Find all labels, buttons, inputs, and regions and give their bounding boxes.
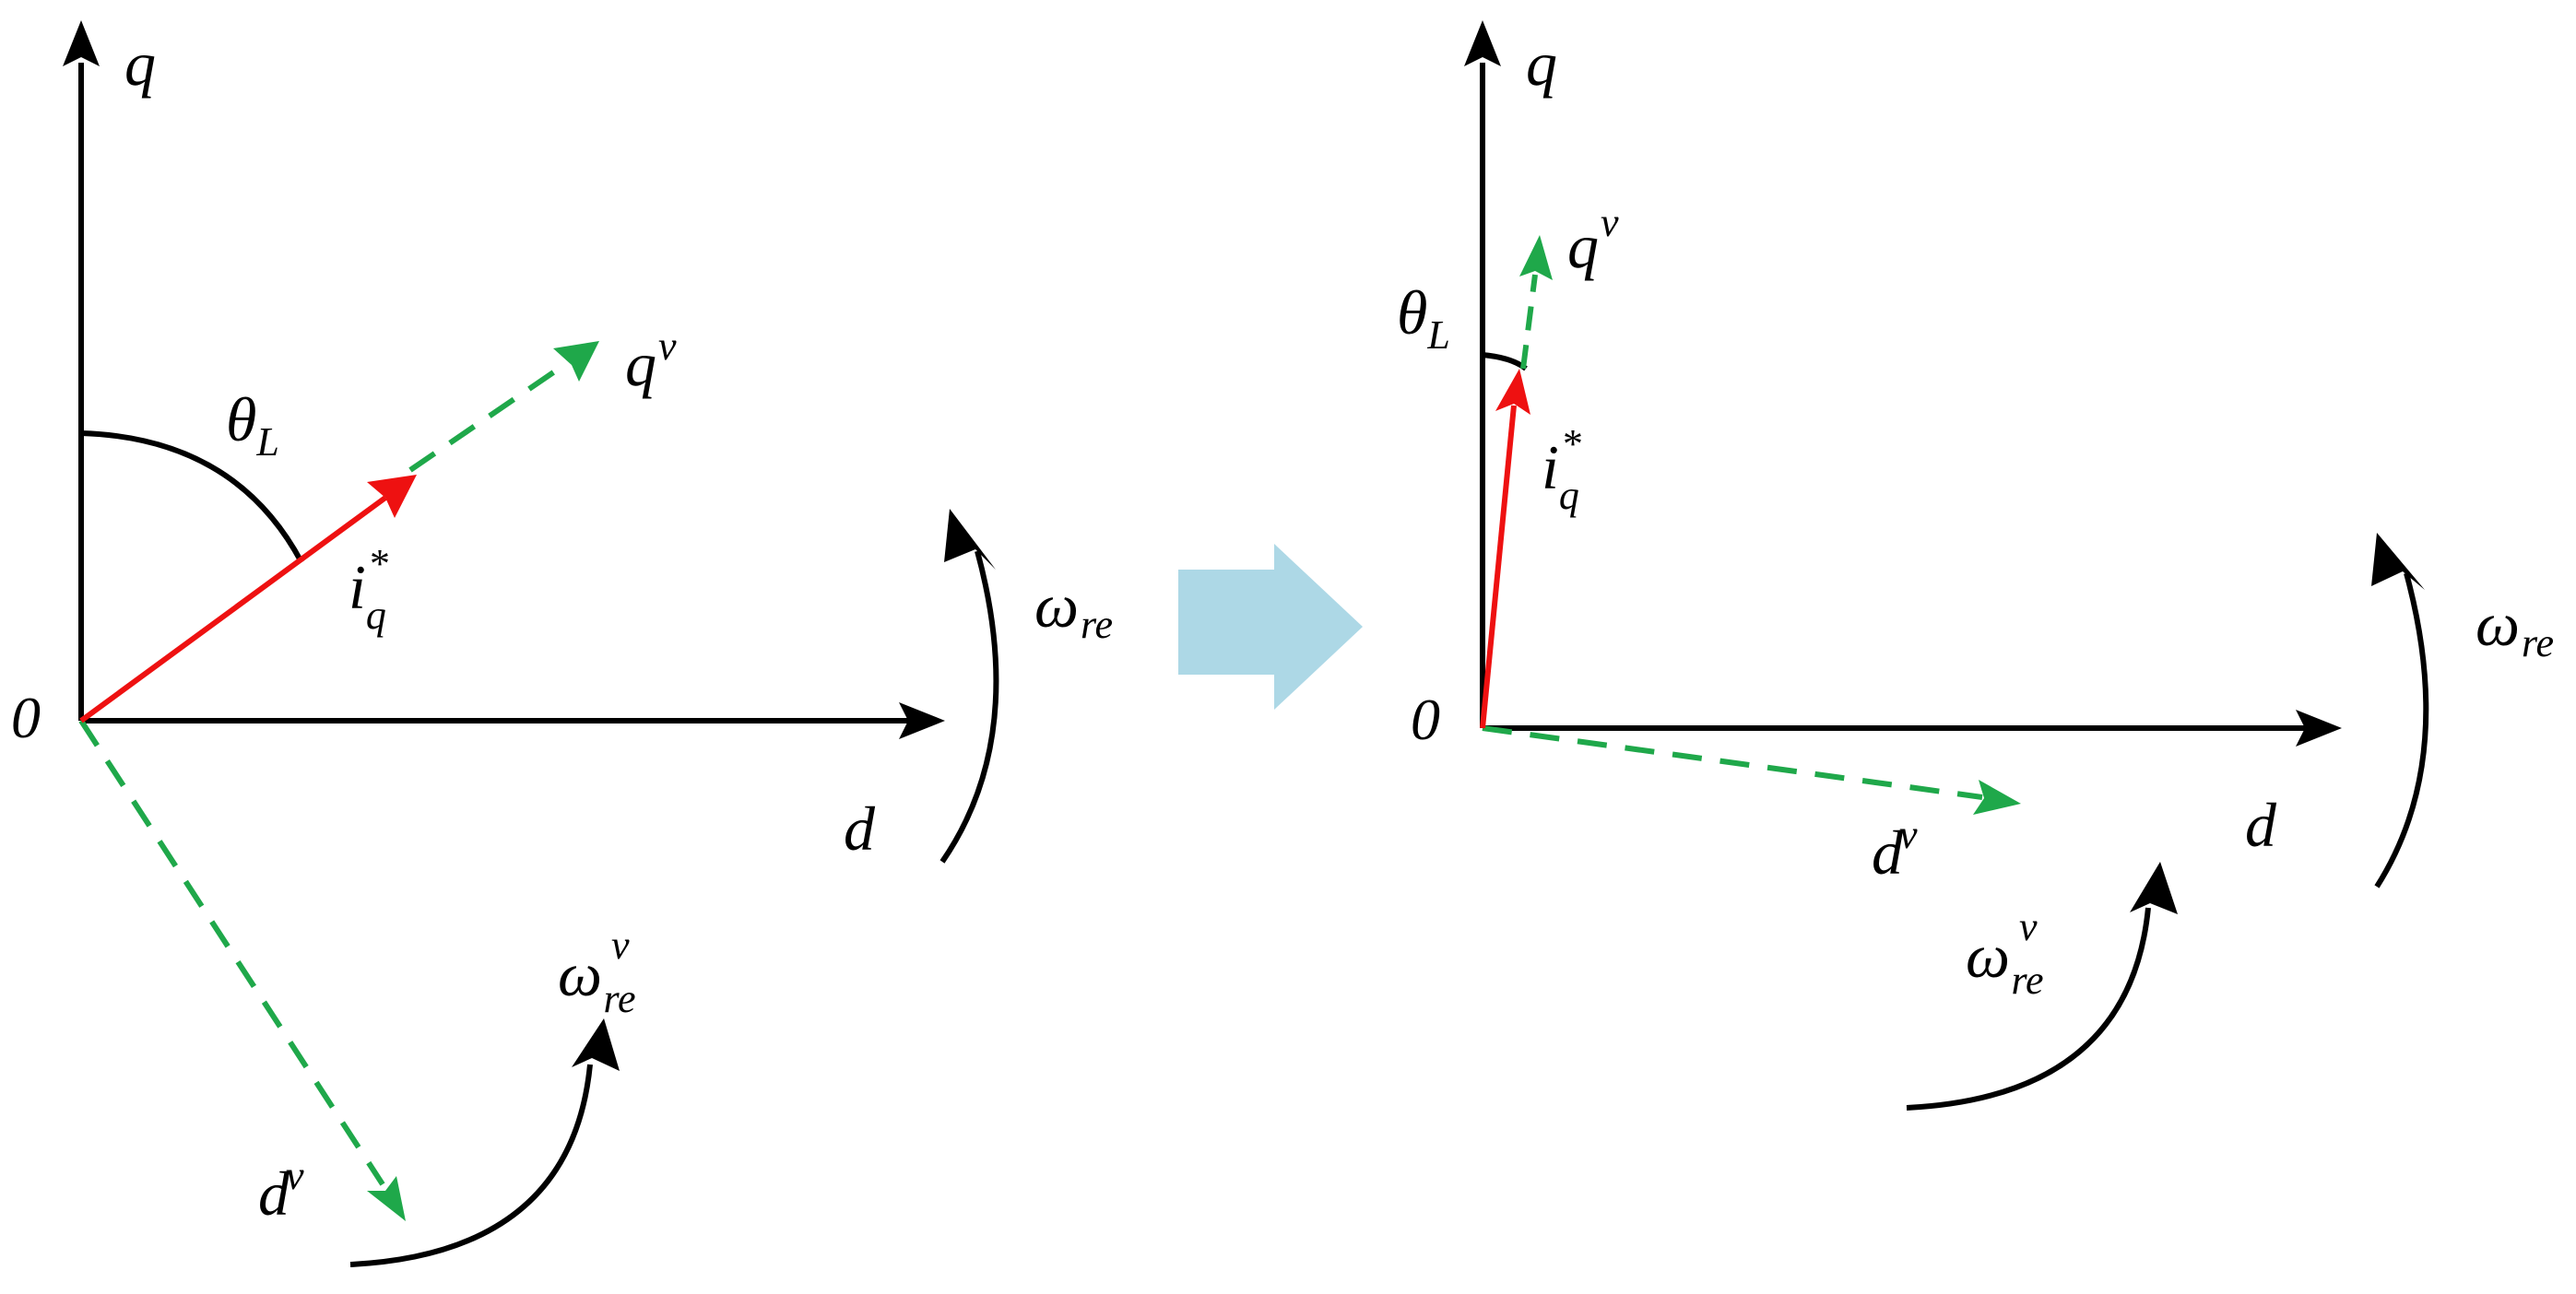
right-q-axis-label: q [1526,29,1557,99]
left-theta-arc [80,430,304,564]
right-theta-arc [1482,352,1528,371]
left-virtual-q-arrowhead [553,341,599,382]
left-d-axis-arrowhead [899,702,945,739]
left-current-vector-line [79,495,387,723]
left-virtual-d-line [78,719,385,1186]
right-omega-virtual-rotation-arrowhead [2130,862,2178,914]
right-d-axis-arrowhead [2296,710,2342,747]
right-virtual-d-label: dv [1872,812,1918,888]
left-omega-virtual-rotation-arrowhead [572,1018,620,1071]
left-d-axis-label: d [844,794,876,864]
right-d-axis-label: d [2245,790,2277,860]
right-omega-rotation-arrowhead [2371,533,2425,590]
left-omega-rotation-arc [939,550,999,864]
right-current-vector-arrowhead [1495,369,1530,415]
left-virtual-d-arrowhead [367,1176,406,1221]
left-current-label: i*q [349,541,388,638]
right-current-vector-line [1480,405,1517,729]
right-origin-label: 0 [1411,687,1440,752]
right-omega-rotation-arc [2374,572,2429,888]
right-q-axis-arrowhead [1464,20,1501,66]
left-omega-virtual-rotation-arc [349,1064,593,1267]
left-current-vector-arrowhead [367,475,417,518]
right-virtual-d-line [1482,725,1983,800]
left-theta-label: θL [226,384,279,465]
left-origin-label: 0 [11,685,41,750]
right-virtual-q-arrowhead [1519,235,1553,280]
left-virtual-q-label: qv [625,324,677,399]
right-current-label: i*q [1542,421,1581,518]
left-q-axis-label: q [124,29,156,99]
right-theta-label: θL [1397,277,1450,358]
right-omega-virtual-rotation-arc [1906,907,2151,1111]
right-block-arrow-icon [1178,544,1363,710]
left-virtual-q-line [408,362,566,473]
left-q-axis-arrowhead [63,20,100,66]
left-omega-label: ωre [1034,571,1113,647]
right-virtual-d-arrowhead [1973,780,2021,815]
right-omega-label: ωre [2476,589,2554,665]
right-virtual-q-label: qv [1567,200,1619,281]
left-virtual-d-label: dv [258,1153,304,1229]
left-omega-rotation-arrowhead [944,509,996,570]
right-virtual-q-line [1520,274,1538,370]
